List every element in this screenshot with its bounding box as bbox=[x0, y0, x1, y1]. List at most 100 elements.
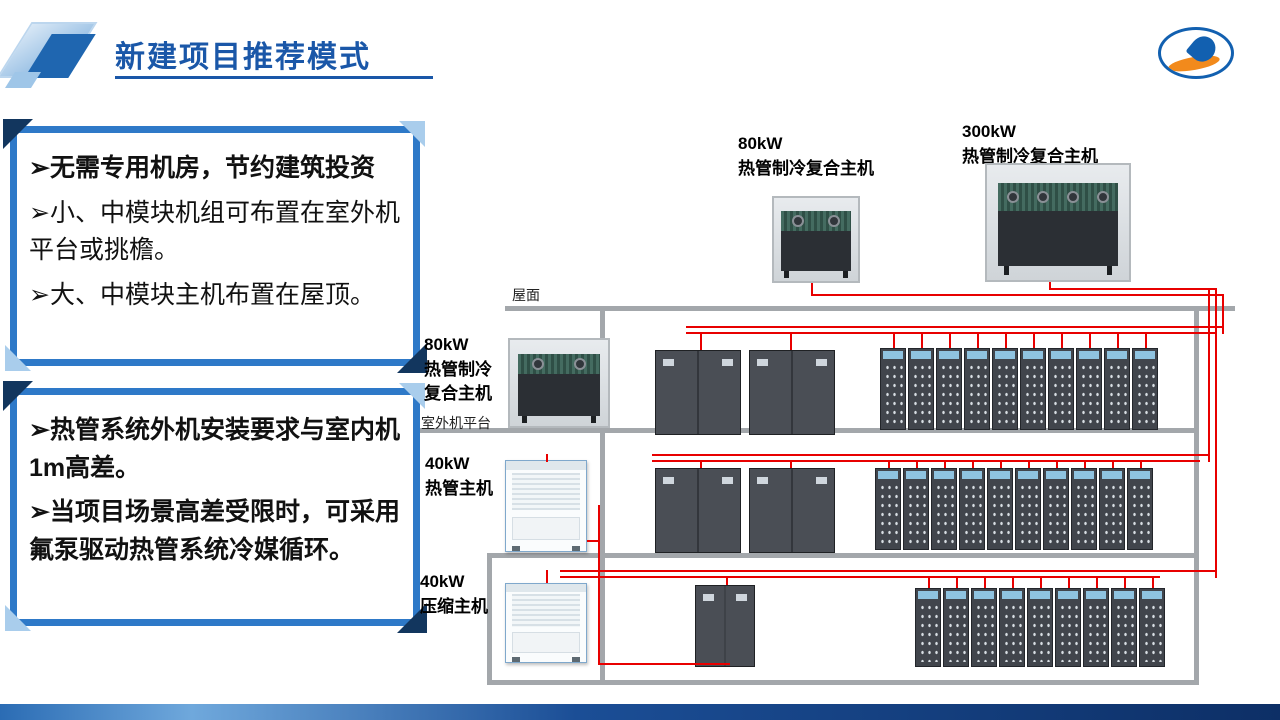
pipe-segment bbox=[1056, 460, 1058, 468]
server-rack bbox=[1127, 468, 1153, 550]
pipe-segment bbox=[1089, 332, 1091, 348]
pipe-segment bbox=[1012, 576, 1014, 588]
unit-body bbox=[998, 211, 1118, 267]
building-right-wall bbox=[1194, 306, 1199, 685]
indoor-unit-cabinet bbox=[655, 350, 741, 435]
pipe-segment bbox=[1084, 460, 1086, 468]
building-floor-line-2 bbox=[487, 553, 1199, 558]
box-corner-accent bbox=[5, 605, 31, 631]
pipe-segment bbox=[1049, 282, 1051, 290]
pipe-segment bbox=[1033, 332, 1035, 348]
unit-leg bbox=[1004, 266, 1010, 276]
pipe-segment bbox=[686, 332, 1216, 334]
rooftop-unit-80kw-photo bbox=[772, 196, 860, 283]
floor2-unit-label: 40kW 热管主机 bbox=[425, 454, 493, 498]
unit-leg bbox=[1106, 266, 1112, 276]
pipe-segment bbox=[700, 332, 702, 350]
indoor-unit-cabinet bbox=[749, 350, 835, 435]
server-rack bbox=[1132, 348, 1158, 430]
box-corner-accent bbox=[399, 383, 425, 409]
pipe-segment bbox=[1005, 332, 1007, 348]
server-rack bbox=[1076, 348, 1102, 430]
unit-foot bbox=[512, 546, 521, 551]
pipe-segment bbox=[1222, 294, 1224, 334]
pipe-segment bbox=[972, 460, 974, 468]
info-box-height-requirement: ➢热管系统外机安装要求与室内机1m高差。➢当项目场景高差受限时，可采用氟泵驱动热… bbox=[3, 381, 427, 633]
unit-panel bbox=[511, 632, 581, 653]
fan-icon bbox=[827, 215, 840, 228]
server-rack bbox=[903, 468, 929, 550]
unit-panel bbox=[511, 516, 581, 541]
pipe-segment bbox=[546, 570, 548, 583]
server-rack bbox=[1055, 588, 1081, 667]
rooftop-unit-300kw-label: 300kW 热管制冷复合主机 bbox=[962, 122, 1098, 166]
info-bullet: ➢当项目场景高差受限时，可采用氟泵驱动热管系统冷媒循环。 bbox=[29, 498, 400, 564]
pipe-segment bbox=[1112, 460, 1114, 468]
info-bullet: ➢小、中模块机组可布置在室外机平台或挑檐。 bbox=[29, 198, 400, 265]
unit-foot bbox=[571, 546, 580, 551]
pipe-segment bbox=[790, 332, 792, 350]
condenser-coil bbox=[998, 183, 1118, 211]
server-rack bbox=[992, 348, 1018, 430]
pipe-segment bbox=[790, 460, 792, 468]
pipe-segment bbox=[560, 570, 1217, 572]
floor1-outdoor-unit-photo bbox=[508, 338, 610, 428]
pipe-segment bbox=[1049, 288, 1217, 290]
unit-leg bbox=[842, 271, 848, 278]
pipe-segment bbox=[1145, 332, 1147, 348]
floor1-indoor-units bbox=[655, 350, 835, 435]
building-ground-line bbox=[487, 680, 1199, 685]
pipe-segment bbox=[984, 576, 986, 588]
info-bullet: ➢大、中模块主机布置在屋顶。 bbox=[29, 280, 375, 309]
info-box-siting: ➢无需专用机房，节约建筑投资 ➢小、中模块机组可布置在室外机平台或挑檐。 ➢大、中模… bbox=[3, 119, 427, 373]
box-corner-accent bbox=[399, 121, 425, 147]
floor3-rack-row bbox=[915, 588, 1165, 667]
unit-body bbox=[517, 374, 601, 416]
floor3-unit-label: 40kW 压缩主机 bbox=[420, 572, 488, 616]
slide-header: 新建项目推荐模式 bbox=[0, 0, 1280, 96]
server-rack bbox=[908, 348, 934, 430]
server-rack bbox=[931, 468, 957, 550]
server-rack bbox=[880, 348, 906, 430]
pipe-segment bbox=[587, 540, 598, 542]
pipe-segment bbox=[1061, 332, 1063, 348]
pipe-segment bbox=[1000, 460, 1002, 468]
server-rack bbox=[987, 468, 1013, 550]
rooftop-unit-80kw-label: 80kW 热管制冷复合主机 bbox=[738, 134, 874, 178]
pipe-segment bbox=[944, 460, 946, 468]
roof-label: 屋面 bbox=[512, 287, 540, 303]
pipe-segment bbox=[700, 460, 702, 468]
indoor-unit-cabinet bbox=[695, 585, 755, 667]
server-rack bbox=[943, 588, 969, 667]
outdoor-platform-label: 室外机平台 bbox=[421, 415, 491, 431]
unit-leg bbox=[591, 415, 597, 423]
pipe-segment bbox=[956, 576, 958, 588]
pipe-segment bbox=[811, 294, 1224, 296]
floor3-indoor-units bbox=[695, 585, 755, 667]
company-logo bbox=[1158, 27, 1234, 79]
server-rack bbox=[1099, 468, 1125, 550]
server-rack bbox=[1083, 588, 1109, 667]
pipe-segment bbox=[811, 283, 813, 296]
unit-leg bbox=[784, 271, 790, 278]
floor1-unit-label: 80kW 热管制冷 复合主机 bbox=[424, 335, 492, 404]
pipe-segment bbox=[1068, 576, 1070, 588]
floor2-rack-row bbox=[875, 468, 1153, 550]
condenser-coil bbox=[517, 353, 601, 375]
indoor-unit-cabinet bbox=[655, 468, 741, 553]
building-inner-wall bbox=[600, 306, 605, 685]
fan-icon bbox=[1066, 191, 1079, 204]
pipe-segment bbox=[949, 332, 951, 348]
pipe-segment bbox=[1028, 460, 1030, 468]
floor2-indoor-units bbox=[655, 468, 835, 553]
pipe-segment bbox=[928, 576, 930, 588]
building-roof-line bbox=[505, 306, 1235, 311]
fan-icon bbox=[573, 358, 586, 371]
info-bullet: ➢无需专用机房，节约建筑投资 bbox=[29, 154, 375, 182]
pipe-segment bbox=[1096, 576, 1098, 588]
page-title: 新建项目推荐模式 bbox=[115, 41, 371, 74]
server-rack bbox=[959, 468, 985, 550]
server-rack bbox=[971, 588, 997, 667]
pipe-segment bbox=[1208, 288, 1210, 462]
server-rack bbox=[1048, 348, 1074, 430]
